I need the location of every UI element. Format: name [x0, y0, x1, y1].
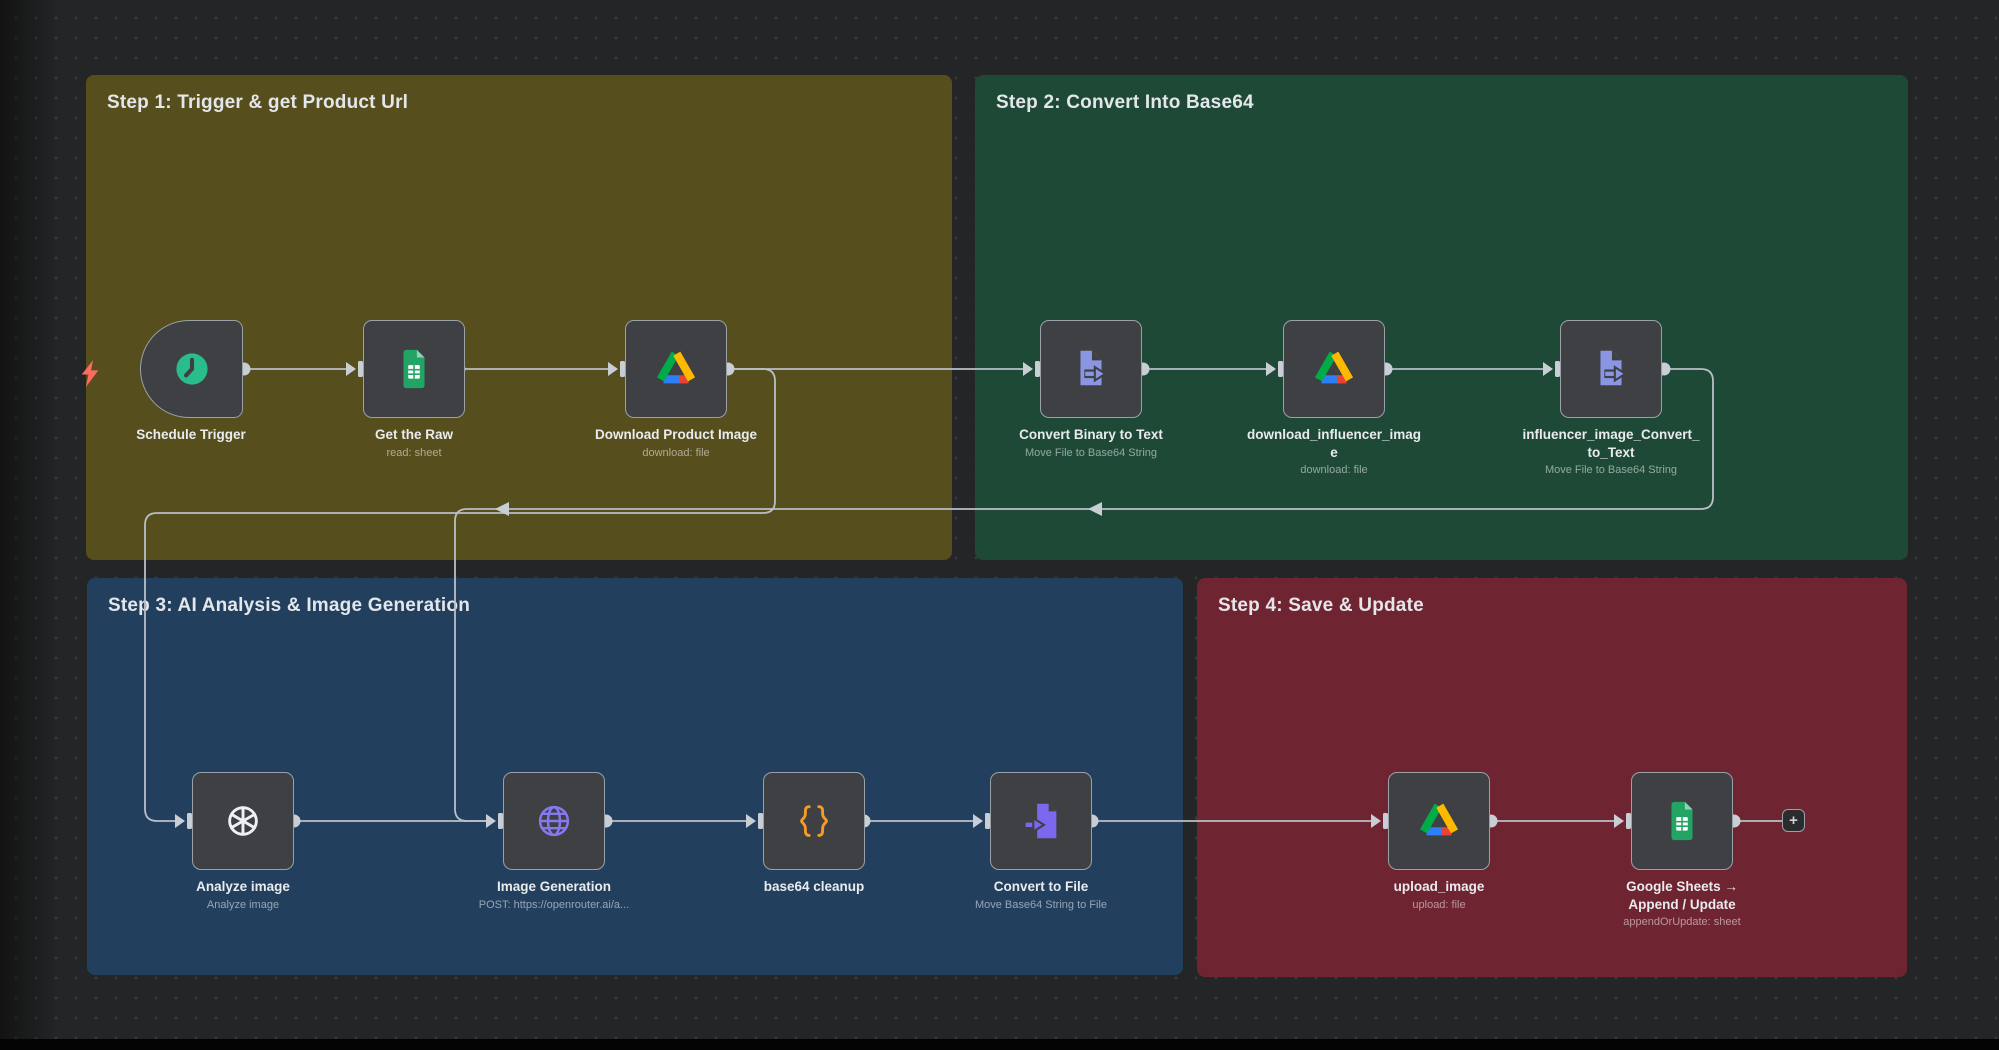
node-title: Convert Binary to Text	[1019, 427, 1163, 442]
node-schedule-trigger[interactable]: Schedule Trigger	[136, 320, 246, 442]
node-title: Schedule Trigger	[136, 427, 246, 442]
file-import-icon	[1018, 798, 1064, 844]
node-google-sheets-append-update[interactable]: Google Sheets → Append / Update appendOr…	[1623, 772, 1741, 928]
wire-direction-arrows	[495, 502, 1102, 516]
node-convert-binary-to-text[interactable]: Convert Binary to Text Move File to Base…	[1019, 320, 1163, 459]
node-subtitle: Move File to Base64 String	[1024, 446, 1158, 459]
sticky-note-step1[interactable]: Step 1: Trigger & get Product Url	[86, 75, 952, 560]
node-subtitle: download: file	[642, 446, 710, 459]
node-subtitle: Move Base64 String to File	[974, 898, 1108, 911]
clock-icon	[170, 347, 214, 391]
openai-icon	[224, 802, 262, 840]
node-title: upload_image	[1393, 879, 1485, 894]
sticky-title: Step 2: Convert Into Base64	[996, 92, 1254, 113]
globe-icon	[538, 805, 570, 837]
node-title: Google Sheets → Append / Update	[1626, 879, 1738, 912]
node-body[interactable]	[1040, 320, 1142, 418]
node-body[interactable]	[503, 772, 605, 870]
node-body[interactable]	[192, 772, 294, 870]
node-subtitle: appendOrUpdate: sheet	[1623, 916, 1741, 929]
node-get-the-raw[interactable]: Get the Raw read: sheet	[363, 320, 465, 459]
node-title: Analyze image	[196, 879, 290, 894]
node-subtitle: read: sheet	[386, 446, 442, 459]
node-subtitle: Analyze image	[206, 898, 280, 911]
connection[interactable]	[144, 368, 776, 822]
node-analyze-image[interactable]: Analyze image Analyze image	[192, 772, 294, 911]
node-body[interactable]	[140, 320, 243, 418]
code-braces-icon	[800, 805, 828, 837]
node-upload-image[interactable]: upload_image upload: file	[1388, 772, 1490, 911]
node-body[interactable]	[763, 772, 865, 870]
node-body[interactable]	[1388, 772, 1490, 870]
node-influencer-image-convert-to-text[interactable]: influencer_image_Convert_to_Text Move Fi…	[1522, 320, 1700, 476]
google-sheets-icon	[1670, 801, 1694, 841]
node-title: Get the Raw	[374, 427, 453, 442]
google-drive-icon	[1416, 798, 1462, 844]
node-title: Download Product Image	[594, 427, 757, 442]
sticky-note-step2[interactable]: Step 2: Convert Into Base64	[975, 75, 1908, 560]
bottom-black-bar	[0, 1039, 1999, 1050]
node-body[interactable]	[1283, 320, 1385, 418]
node-subtitle: Move File to Base64 String	[1544, 464, 1678, 477]
node-subtitle: POST: https://openrouter.ai/a...	[478, 898, 630, 911]
extract-from-file-icon	[1068, 346, 1114, 392]
sticky-note-step4[interactable]: Step 4: Save & Update	[1197, 578, 1907, 977]
lightning-bolt-icon	[81, 360, 99, 387]
node-title: download_influencer_image	[1246, 427, 1422, 460]
connection[interactable]	[454, 368, 1714, 822]
node-convert-to-file[interactable]: Convert to File Move Base64 String to Fi…	[975, 772, 1107, 911]
add-node-button[interactable]: +	[1782, 809, 1805, 832]
node-subtitle: upload: file	[1412, 898, 1466, 911]
node-title: influencer_image_Convert_to_Text	[1522, 427, 1700, 460]
extract-from-file-icon	[1588, 346, 1634, 392]
node-title: base64 cleanup	[763, 879, 865, 894]
node-body[interactable]	[363, 320, 465, 418]
sticky-title: Step 1: Trigger & get Product Url	[107, 92, 409, 113]
node-title: Image Generation	[496, 879, 612, 894]
node-body[interactable]	[625, 320, 727, 418]
node-body[interactable]	[990, 772, 1092, 870]
google-drive-icon	[1311, 346, 1357, 392]
node-download-influencer-image[interactable]: download_influencer_image download: file	[1247, 320, 1421, 476]
node-body[interactable]	[1560, 320, 1662, 418]
node-subtitle: download: file	[1300, 464, 1368, 477]
google-drive-icon	[653, 346, 699, 392]
google-sheets-icon	[402, 349, 426, 389]
node-title: Convert to File	[993, 879, 1089, 894]
node-image-generation[interactable]: Image Generation POST: https://openroute…	[479, 772, 629, 911]
sticky-title: Step 4: Save & Update	[1218, 595, 1424, 616]
node-download-product-image[interactable]: Download Product Image download: file	[595, 320, 757, 459]
node-base64-cleanup[interactable]: base64 cleanup	[763, 772, 865, 894]
node-body[interactable]	[1631, 772, 1733, 870]
sticky-title: Step 3: AI Analysis & Image Generation	[108, 595, 471, 616]
